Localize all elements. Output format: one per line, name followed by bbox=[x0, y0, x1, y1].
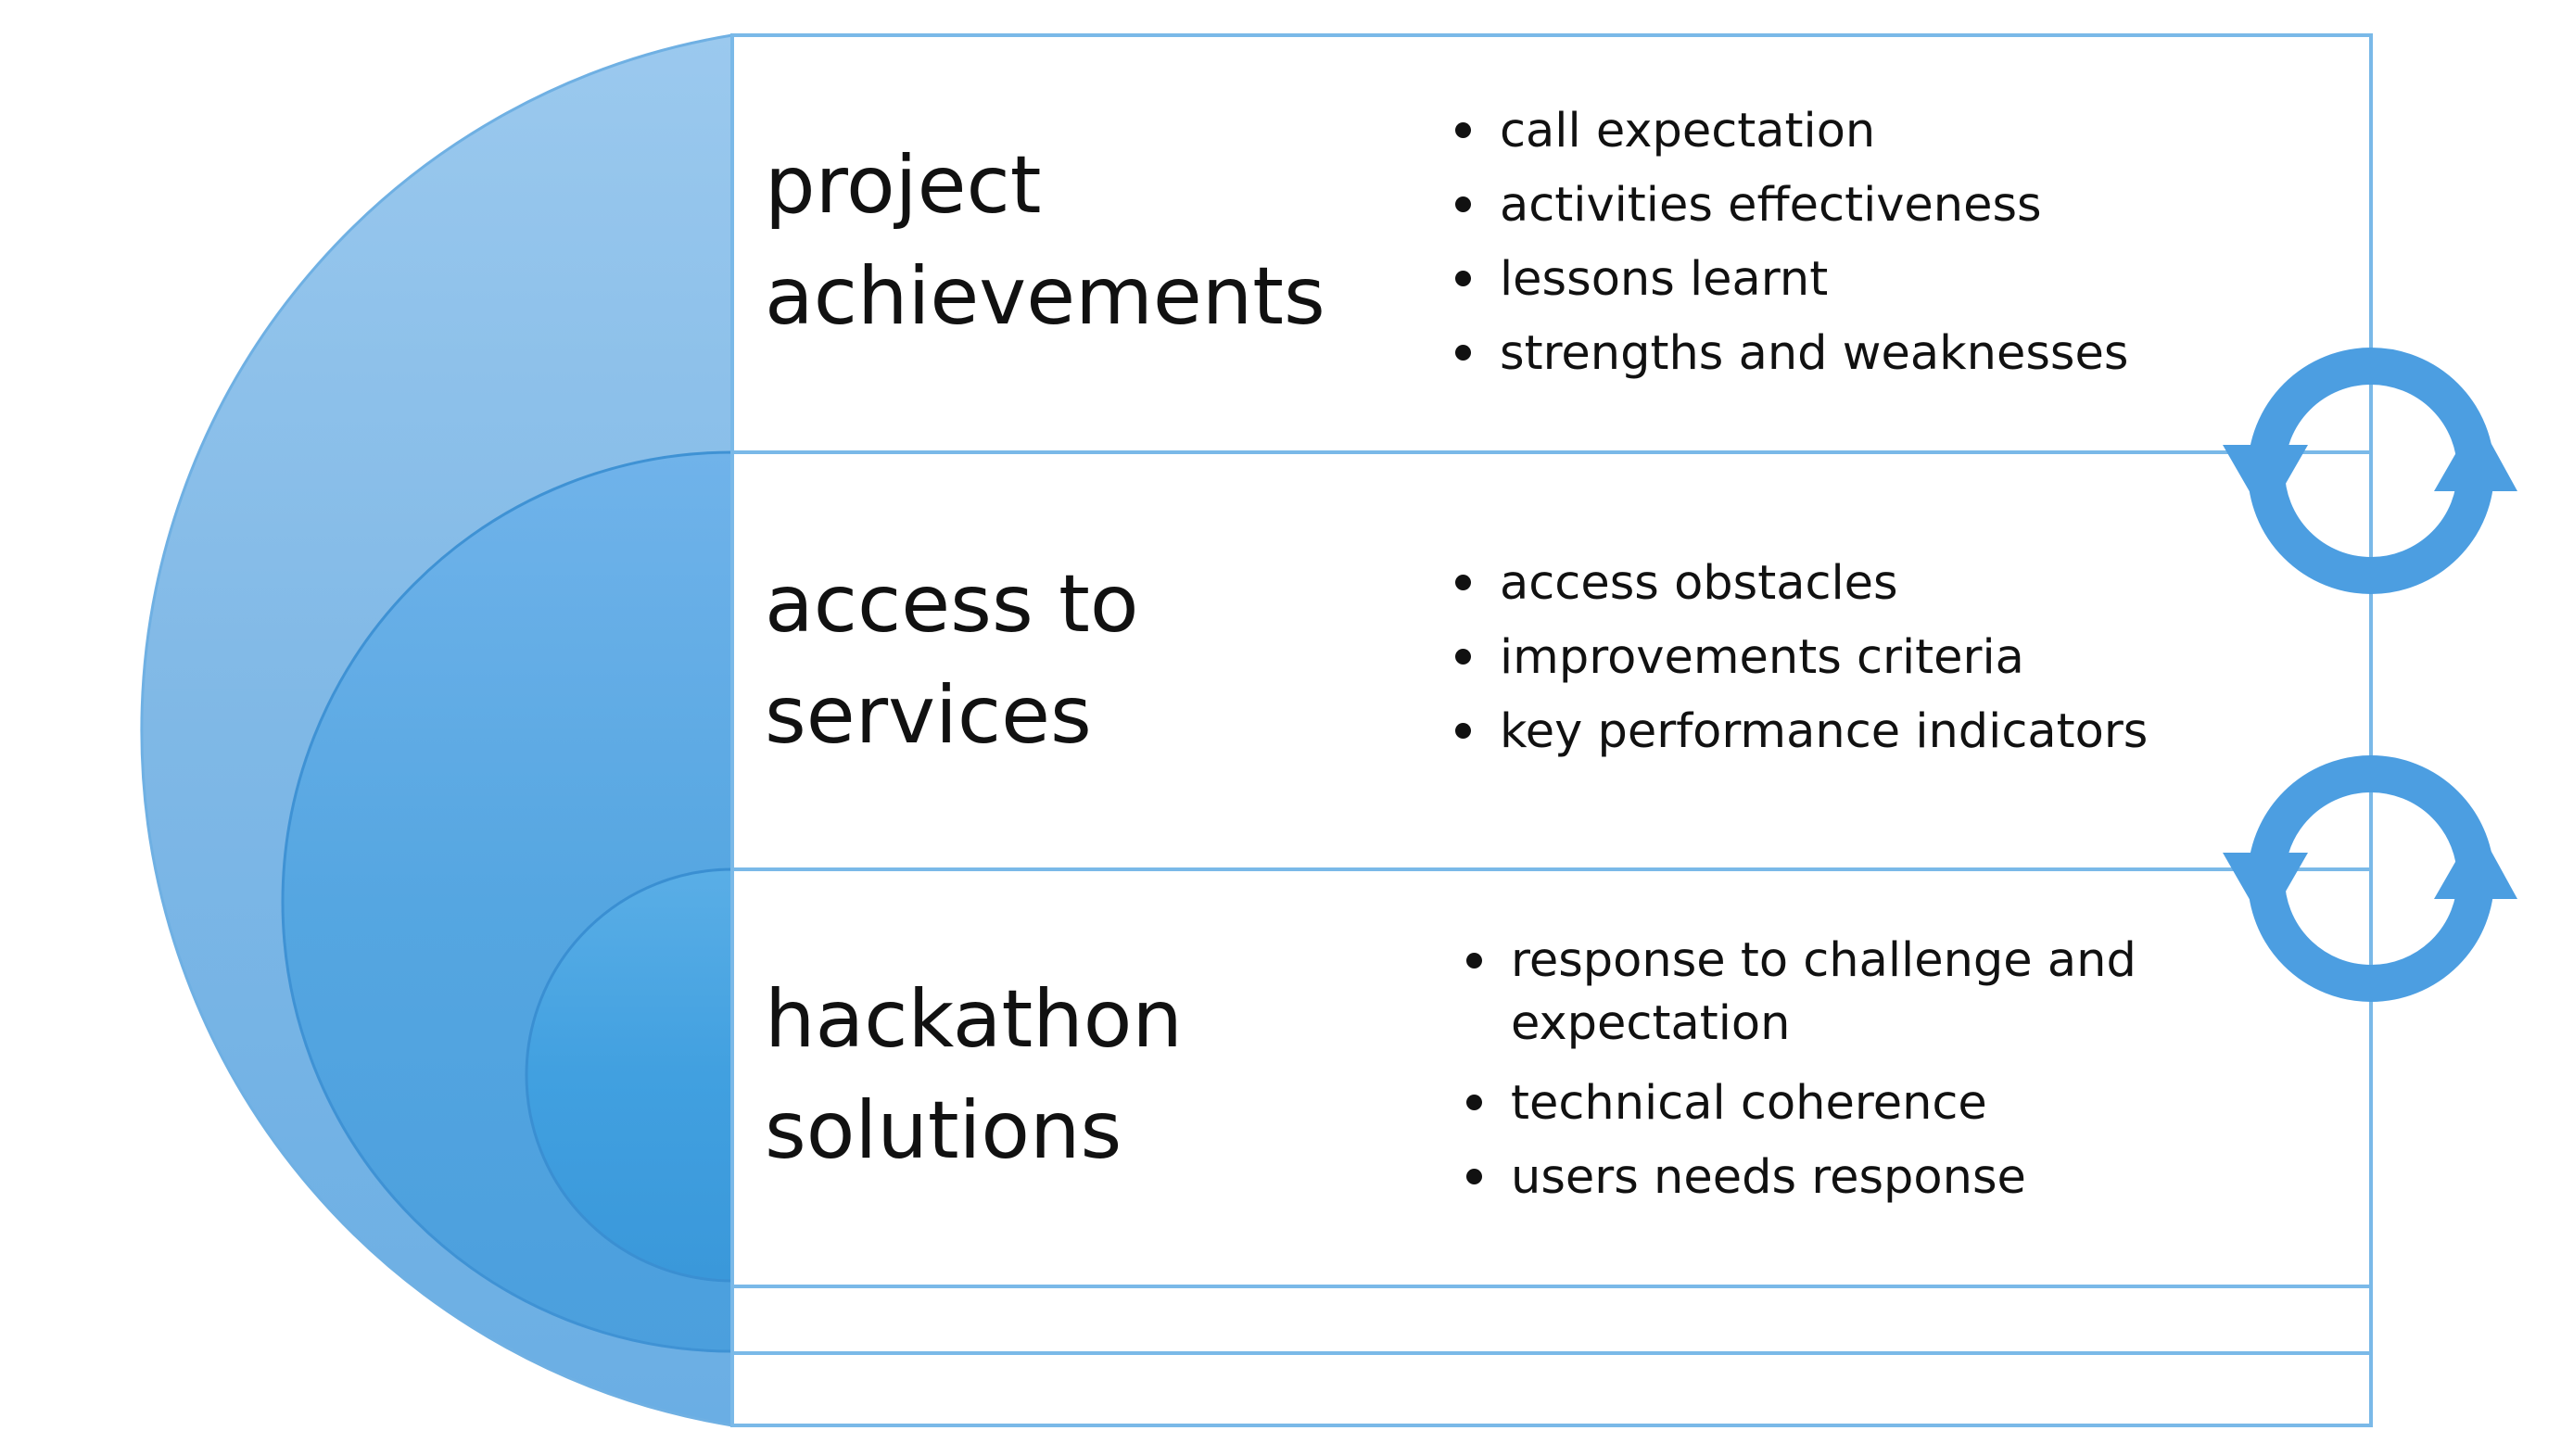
bullet-text: lessons learnt bbox=[1500, 252, 1829, 307]
inner-arc bbox=[525, 867, 734, 1283]
bullet-item: key performance indicators bbox=[1453, 695, 2148, 769]
bullet-item: improvements criteria bbox=[1453, 621, 2148, 695]
bullet-text: strengths and weaknesses bbox=[1500, 326, 2129, 381]
bullet-item: technical coherence bbox=[1464, 1067, 2136, 1141]
bullet-dot bbox=[1466, 1095, 1482, 1110]
row-title-line: achievements bbox=[765, 250, 1325, 343]
bullet-item: lessons learnt bbox=[1453, 243, 2128, 317]
bullet-dot bbox=[1455, 345, 1471, 361]
bullet-text: technical coherence bbox=[1511, 1076, 1987, 1131]
bullet-item: response to challenge and expectation bbox=[1464, 930, 2136, 1056]
row-title-line: solutions bbox=[765, 1084, 1122, 1177]
cycle-arrows-icon bbox=[2223, 755, 2517, 1002]
row-title-project-achievements: project achievements bbox=[765, 130, 1325, 352]
cycle-arrows-icon bbox=[2223, 348, 2517, 594]
bullet-text: activities effectiveness bbox=[1500, 178, 2042, 233]
bullet-text: response to challenge and bbox=[1511, 933, 2136, 988]
row-box-access-to-services bbox=[730, 450, 2373, 871]
bullet-text: expectation bbox=[1511, 996, 1791, 1051]
bullet-dot bbox=[1455, 122, 1471, 138]
bullet-item: call expectation bbox=[1453, 95, 2128, 169]
row-title-line: project bbox=[765, 139, 1042, 232]
bullet-dot bbox=[1455, 649, 1471, 665]
bullet-list-access-to-services: access obstacles improvements criteria k… bbox=[1453, 547, 2148, 769]
row-title-hackathon-solutions: hackathon solutions bbox=[765, 964, 1183, 1186]
bullet-dot bbox=[1466, 1169, 1482, 1184]
bullet-list-project-achievements: call expectation activities effectivenes… bbox=[1453, 95, 2128, 391]
bullet-list-hackathon-solutions: response to challenge and expectation tec… bbox=[1464, 930, 2136, 1215]
row-title-access-to-services: access to services bbox=[765, 549, 1138, 771]
bullet-item: users needs response bbox=[1464, 1141, 2136, 1215]
bullet-text: call expectation bbox=[1500, 104, 1876, 158]
bullet-dot bbox=[1455, 723, 1471, 739]
bullet-item: strengths and weaknesses bbox=[1453, 317, 2128, 391]
bullet-dot bbox=[1455, 196, 1471, 212]
bullet-dot bbox=[1466, 953, 1482, 969]
bullet-text: key performance indicators bbox=[1500, 704, 2149, 759]
row-title-line: hackathon bbox=[765, 973, 1183, 1066]
row-title-line: access to bbox=[765, 558, 1139, 651]
bullet-text: users needs response bbox=[1511, 1150, 2026, 1205]
bullet-dot bbox=[1455, 271, 1471, 286]
bullet-item: access obstacles bbox=[1453, 547, 2148, 621]
row-title-line: services bbox=[765, 669, 1092, 762]
row-box-empty-1 bbox=[730, 1285, 2373, 1355]
bullet-dot bbox=[1455, 575, 1471, 590]
row-box-hackathon-solutions bbox=[730, 867, 2373, 1288]
bullet-item: activities effectiveness bbox=[1453, 169, 2128, 243]
bullet-text: improvements criteria bbox=[1500, 630, 2024, 685]
bullet-text: access obstacles bbox=[1500, 556, 1898, 611]
row-box-empty-2 bbox=[730, 1351, 2373, 1427]
row-box-project-achievements bbox=[730, 33, 2373, 454]
